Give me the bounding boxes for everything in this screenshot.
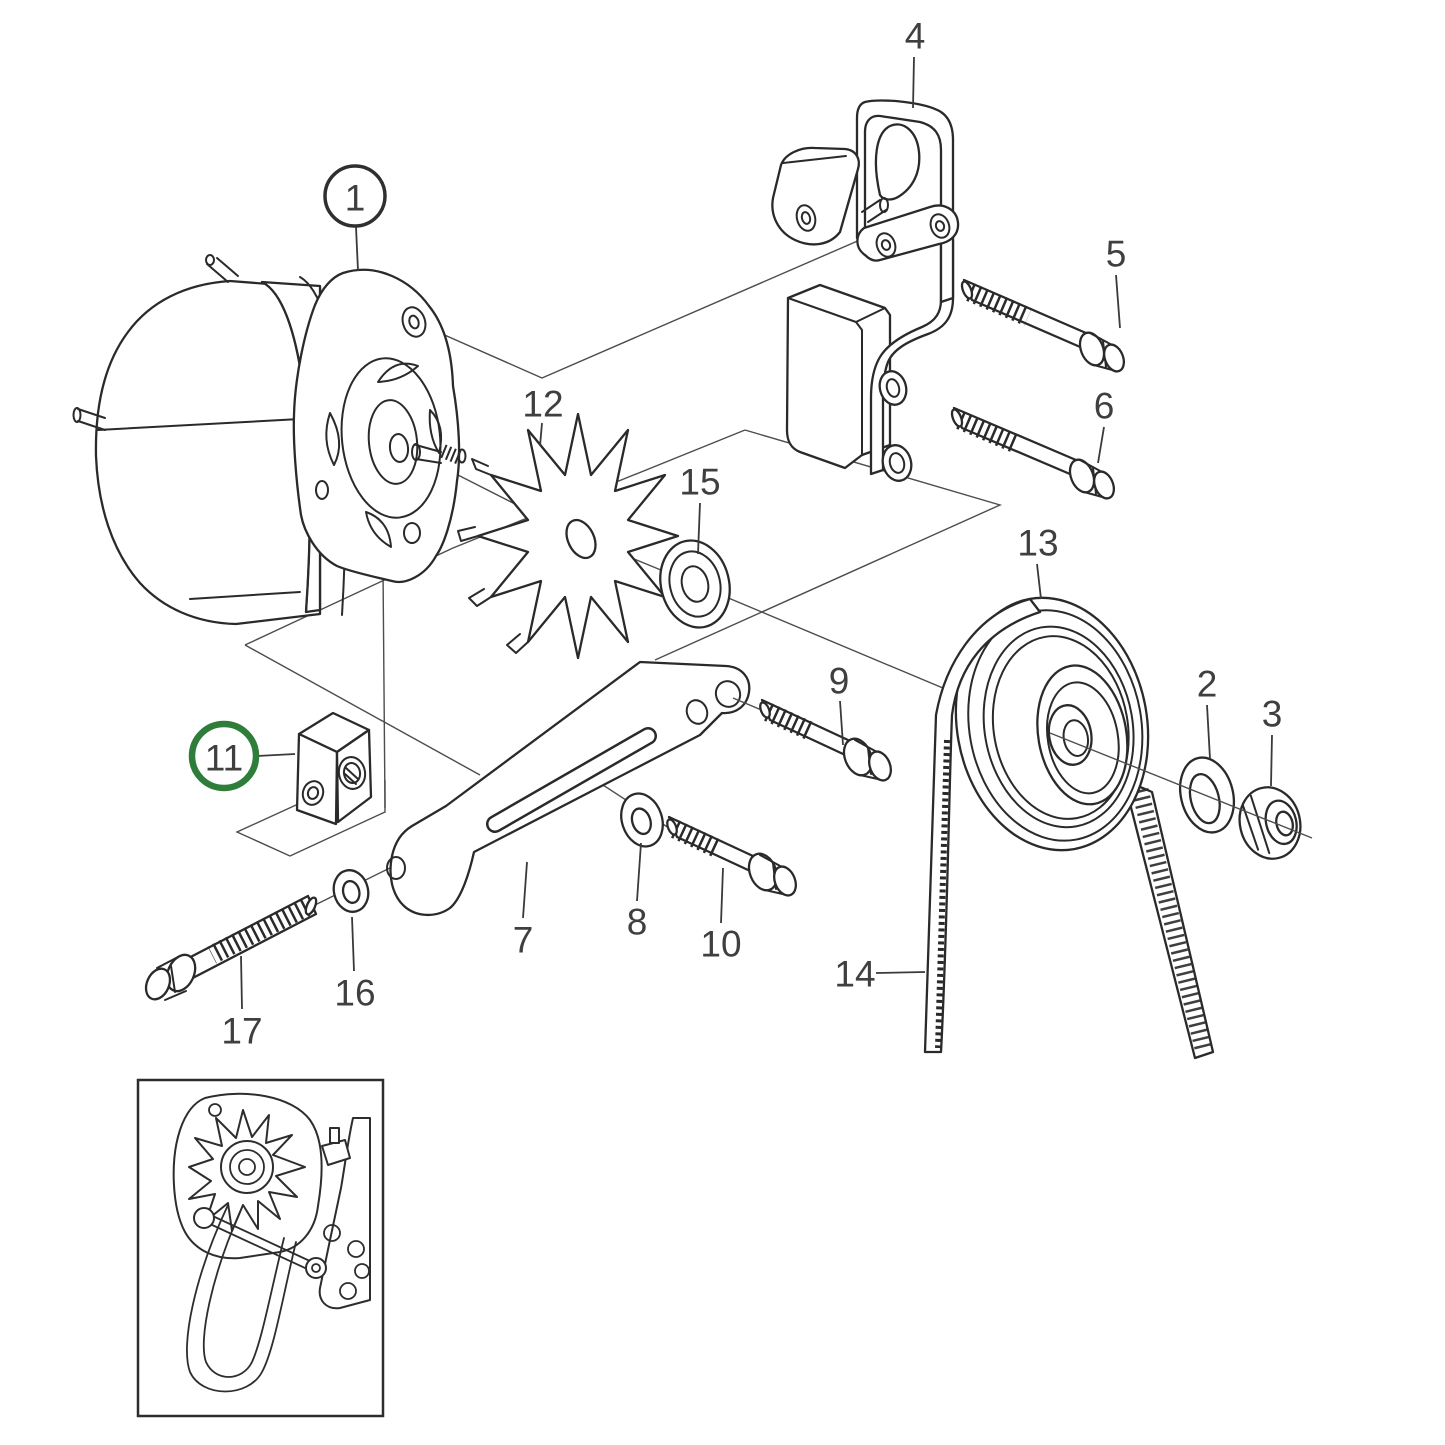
svg-text:13: 13 — [1017, 523, 1058, 564]
svg-text:6: 6 — [1094, 386, 1115, 427]
callout-7[interactable]: 7 — [513, 920, 534, 961]
callouts: 1 2 3 4 5 6 7 8 9 10 11 12 13 14 15 16 1… — [188, 16, 1283, 1052]
callout-9[interactable]: 9 — [829, 661, 850, 702]
callout-15[interactable]: 15 — [679, 462, 720, 503]
callout-1[interactable]: 1 — [323, 164, 387, 228]
callout-12[interactable]: 12 — [522, 384, 563, 425]
callout-17[interactable]: 17 — [221, 1011, 262, 1052]
svg-text:10: 10 — [700, 924, 741, 965]
callout-13[interactable]: 13 — [1017, 523, 1058, 564]
washer-8 — [620, 792, 664, 848]
svg-text:3: 3 — [1262, 694, 1283, 735]
svg-text:8: 8 — [627, 902, 648, 943]
adjusting-block — [295, 711, 373, 826]
callout-10[interactable]: 10 — [700, 924, 741, 965]
alternator — [72, 254, 467, 626]
callout-8[interactable]: 8 — [627, 902, 648, 943]
callout-11-highlighted[interactable]: 11 — [188, 720, 260, 792]
callout-5[interactable]: 5 — [1106, 234, 1127, 275]
leader-lines — [240, 56, 1273, 1010]
svg-text:12: 12 — [522, 384, 563, 425]
callout-14[interactable]: 14 — [834, 954, 875, 995]
callout-4[interactable]: 4 — [905, 16, 926, 57]
svg-text:5: 5 — [1106, 234, 1127, 275]
mounting-bracket — [771, 99, 960, 482]
inset-bolt-head — [329, 1127, 340, 1144]
axis-line-pulley — [1049, 732, 1313, 839]
callout-6[interactable]: 6 — [1094, 386, 1115, 427]
bolt-9 — [759, 698, 892, 782]
bolt-5 — [960, 278, 1126, 373]
svg-text:15: 15 — [679, 462, 720, 503]
svg-text:2: 2 — [1197, 664, 1218, 705]
spacer-washer — [659, 539, 731, 629]
callout-11-label: 11 — [205, 738, 243, 779]
pulley — [954, 596, 1150, 852]
svg-text:7: 7 — [513, 920, 534, 961]
callout-1-label: 1 — [345, 178, 366, 219]
callout-11-highlight-ring — [188, 720, 260, 792]
svg-text:14: 14 — [834, 954, 875, 995]
inset-belt-inner — [202, 1211, 285, 1378]
inset-bracket — [318, 1117, 371, 1310]
callout-2[interactable]: 2 — [1197, 664, 1218, 705]
callout-16[interactable]: 16 — [334, 973, 375, 1014]
bolt-6 — [950, 406, 1116, 500]
assembled-view-inset — [136, 1078, 385, 1418]
svg-text:17: 17 — [221, 1011, 262, 1052]
nut-3 — [1238, 786, 1302, 860]
bolt-17 — [144, 894, 318, 1001]
washer-16 — [332, 869, 370, 913]
svg-text:16: 16 — [334, 973, 375, 1014]
callout-1-ring — [323, 164, 387, 228]
washer-2 — [1178, 756, 1236, 834]
callout-3[interactable]: 3 — [1262, 694, 1283, 735]
inset-belt-outer — [186, 1204, 297, 1393]
svg-text:4: 4 — [905, 16, 926, 57]
bolt-10 — [666, 815, 797, 897]
adjusting-arm — [386, 660, 765, 917]
drive-belt-right-run — [1122, 778, 1215, 1060]
drive-belt-left-run — [923, 597, 1042, 1054]
cooling-fan — [457, 412, 680, 660]
svg-text:9: 9 — [829, 661, 850, 702]
